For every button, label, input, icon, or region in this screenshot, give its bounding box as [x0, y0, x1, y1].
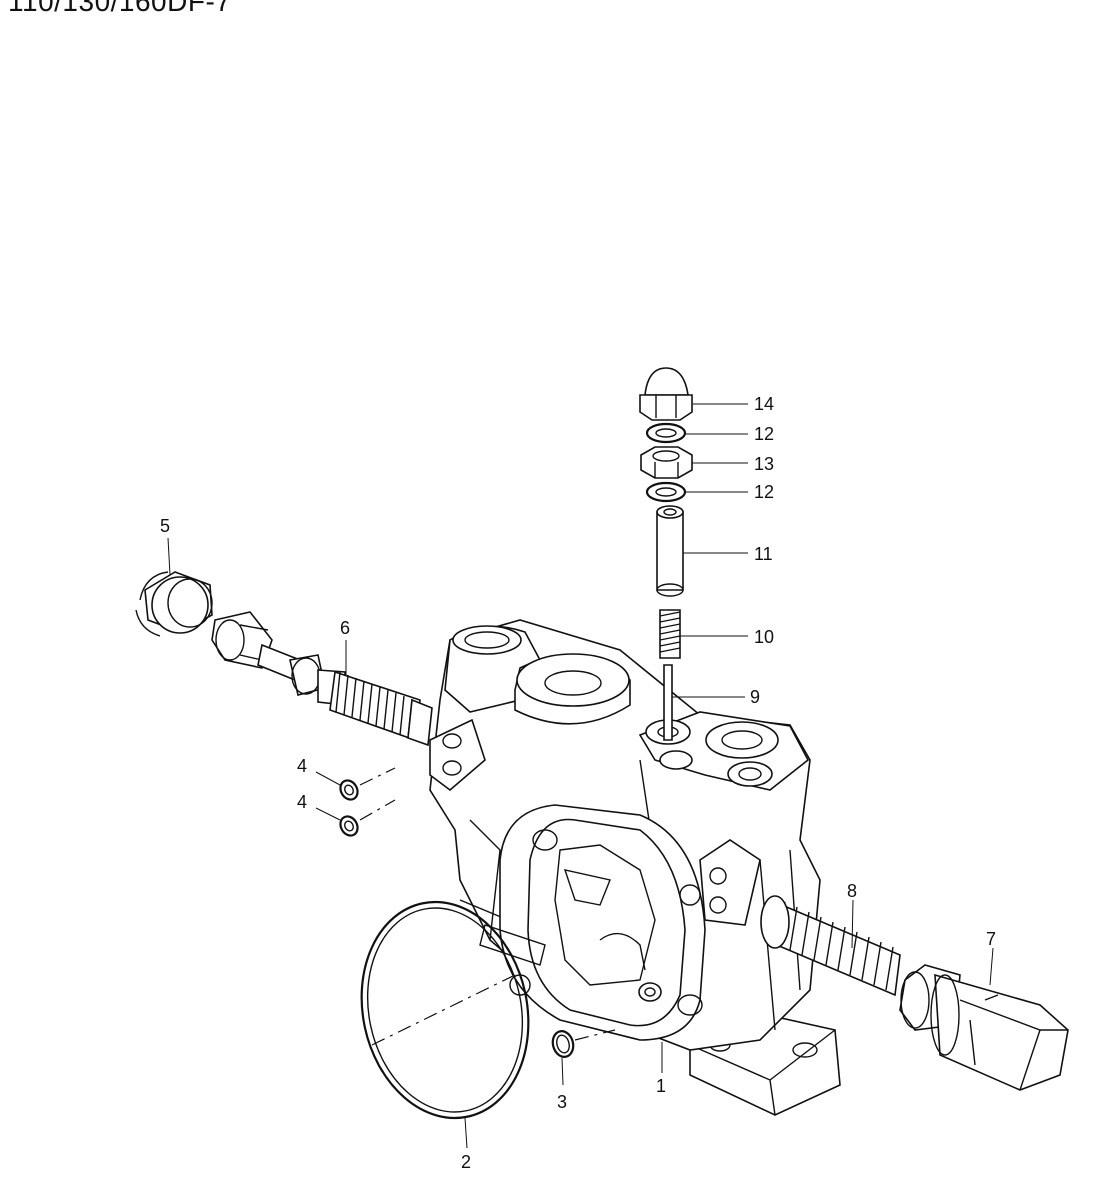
- end-plug-left: [135, 571, 213, 637]
- plug-rings: [339, 779, 359, 837]
- sleeve: [656, 505, 684, 597]
- label-part-9: 9: [750, 687, 760, 707]
- small-spring: [659, 609, 681, 659]
- label-part-6: 6: [340, 618, 350, 638]
- assembly-axes: [359, 767, 616, 1046]
- label-part-13: 13: [754, 454, 774, 474]
- relief-cap-right: [899, 964, 1069, 1091]
- part-labels: 14 12 13 12 11 10 9 5 6 4 4 8 7 1 3 2: [160, 394, 996, 1172]
- acorn-cap: [639, 367, 693, 421]
- label-part-8: 8: [847, 881, 857, 901]
- spring-right: [760, 895, 901, 997]
- o-ring-large: [360, 900, 530, 1120]
- o-ring-small: [551, 1030, 575, 1058]
- label-part-3: 3: [557, 1092, 567, 1112]
- label-part-4-lower: 4: [297, 792, 307, 812]
- washers: [645, 422, 687, 503]
- page-title: 110/130/160DF-7: [8, 0, 232, 17]
- spool-assembly: [211, 611, 433, 747]
- label-part-1: 1: [656, 1076, 666, 1096]
- valve-body: [429, 619, 841, 1116]
- label-part-11: 11: [754, 544, 773, 564]
- label-part-10: 10: [754, 627, 774, 647]
- label-part-12-lower: 12: [754, 482, 774, 502]
- hex-nut: [640, 446, 693, 479]
- pin: [663, 664, 673, 741]
- label-part-2: 2: [461, 1152, 471, 1172]
- label-part-7: 7: [986, 929, 996, 949]
- label-part-12-upper: 12: [754, 424, 774, 444]
- leader-lines: [167, 403, 994, 1149]
- label-part-5: 5: [160, 516, 170, 536]
- label-part-14: 14: [754, 394, 774, 414]
- label-part-4-upper: 4: [297, 756, 307, 776]
